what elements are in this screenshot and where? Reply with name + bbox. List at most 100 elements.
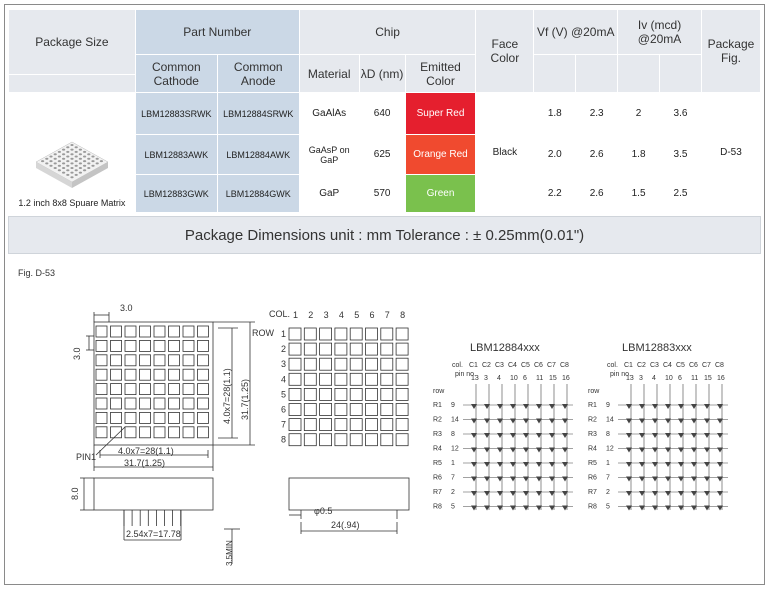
package-led-dot <box>61 157 66 160</box>
vf-max-2: 2.6 <box>575 134 619 175</box>
iv-min-2: 1.8 <box>617 134 661 175</box>
iv-typ-2: 3.5 <box>659 134 702 175</box>
material-2: GaAsP on GaP <box>298 134 360 175</box>
package-led-dot <box>66 173 70 176</box>
package-led-dot <box>82 155 87 158</box>
package-led-dot <box>95 157 99 160</box>
part-anode-3: LBM12884GWK <box>216 174 300 213</box>
header-package-blank <box>8 74 136 93</box>
wavelength-3: 570 <box>358 174 406 213</box>
wavelength-1: 640 <box>358 92 406 135</box>
package-led-dot <box>74 164 78 167</box>
package-label: 1.2 inch 8x8 Spuare Matrix <box>18 198 126 208</box>
package-led-dot <box>70 171 74 174</box>
header-package-size: Package Size <box>8 9 136 75</box>
part-cathode-3: LBM12883GWK <box>134 174 218 213</box>
vf-max-1: 2.3 <box>575 92 619 135</box>
header-part-number: Part Number <box>134 9 300 55</box>
header-iv-spacer-2 <box>659 54 702 93</box>
package-led-dot <box>78 148 82 151</box>
iv-min-3: 1.5 <box>617 174 661 213</box>
package-led-dot <box>57 164 61 167</box>
package-led-dot <box>57 169 61 172</box>
package-led-dot <box>70 148 74 151</box>
package-led-dot <box>53 167 57 169</box>
header-material: Material <box>298 54 360 93</box>
package-led-dot <box>66 150 70 153</box>
package-led-dot <box>70 144 74 146</box>
package-led-dot <box>53 153 57 156</box>
package-led-dot <box>87 157 91 160</box>
package-led-dot <box>78 157 82 160</box>
package-led-dot <box>70 167 74 169</box>
package-led-dot <box>74 160 78 163</box>
package-led-dot <box>78 153 82 156</box>
package-led-dot <box>49 155 53 158</box>
package-led-dot <box>87 167 91 169</box>
emitted-color-3: Green <box>404 174 477 213</box>
package-led-dot <box>87 162 91 165</box>
package-led-dot <box>70 162 74 165</box>
package-led-dot <box>66 169 70 172</box>
header-common-cathode: Common Cathode <box>134 54 218 93</box>
header-package-fig: Package Fig. <box>700 9 762 93</box>
part-anode-1: LBM12884SRWK <box>216 92 300 135</box>
package-led-dot <box>74 155 78 158</box>
package-led-dot <box>66 146 70 149</box>
header-iv-spacer <box>617 54 661 93</box>
wavelength-2: 625 <box>358 134 406 175</box>
package-led-dot <box>82 150 87 153</box>
material-1: GaAlAs <box>298 92 360 135</box>
package-led-dot <box>40 160 45 163</box>
header-vf-spacer <box>533 54 577 93</box>
package-led-dot <box>74 146 78 149</box>
figure-label: Fig. D-53 <box>18 268 56 278</box>
part-cathode-1: LBM12883SRWK <box>134 92 218 135</box>
package-led-dot <box>45 157 49 160</box>
package-led-dot <box>91 164 95 167</box>
package-led-dot <box>57 150 61 153</box>
vf-max-3: 2.6 <box>575 174 619 213</box>
package-led-dot <box>99 160 103 163</box>
iv-min-1: 2 <box>617 92 661 135</box>
header-chip: Chip <box>298 9 477 55</box>
package-led-dot <box>82 169 87 172</box>
package-led-dot <box>53 162 57 165</box>
part-anode-2: LBM12884AWK <box>216 134 300 175</box>
package-led-dot <box>57 155 61 158</box>
package-led-dot <box>61 148 66 151</box>
face-color: Black <box>475 92 535 213</box>
material-3: GaP <box>298 174 360 213</box>
package-led-dot <box>87 153 91 156</box>
header-common-anode: Common Anode <box>216 54 300 93</box>
header-vf-spacer-2 <box>575 54 619 93</box>
page-frame <box>4 4 765 585</box>
package-led-dot <box>74 150 78 153</box>
dimensions-title: Package Dimensions unit : mm Tolerance :… <box>184 227 585 244</box>
package-fig: D-53 <box>700 92 762 213</box>
package-led-dot <box>82 160 87 163</box>
header-vf: Vf (V) @20mA <box>533 9 619 55</box>
package-led-dot <box>61 167 66 169</box>
package-led-dot <box>70 176 74 179</box>
package-led-dot <box>91 160 95 163</box>
iv-typ-1: 3.6 <box>659 92 702 135</box>
emitted-color-1: Super Red <box>404 92 477 135</box>
package-led-dot <box>49 164 53 167</box>
package-led-dot <box>61 162 66 165</box>
package-cell: 1.2 inch 8x8 Spuare Matrix <box>8 92 136 213</box>
package-led-dot <box>74 169 78 172</box>
vf-typ-2: 2.0 <box>533 134 577 175</box>
package-led-dot <box>78 171 82 174</box>
vf-typ-3: 2.2 <box>533 174 577 213</box>
package-led-dot <box>45 162 49 165</box>
header-lambda: λD (nm) <box>358 54 406 93</box>
package-led-dot <box>70 153 74 156</box>
iv-typ-3: 2.5 <box>659 174 702 213</box>
emitted-color-2: Orange Red <box>404 134 477 175</box>
package-led-dot <box>66 164 70 167</box>
package-led-dot <box>61 171 66 174</box>
package-led-dot <box>78 167 82 169</box>
header-face-color: Face Color <box>475 9 535 93</box>
package-led-dot <box>70 157 74 160</box>
